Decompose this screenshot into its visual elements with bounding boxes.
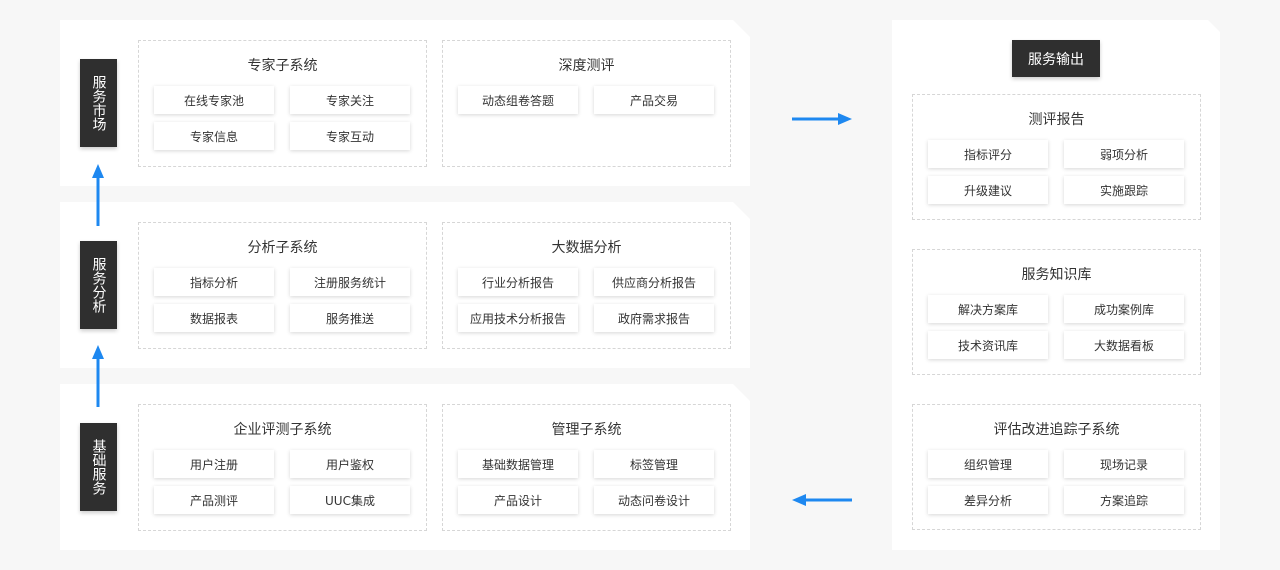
group-title: 大数据分析 — [551, 240, 622, 256]
chip[interactable]: 产品设计 — [458, 486, 578, 514]
chip[interactable]: 专家关注 — [290, 86, 410, 114]
chip[interactable]: 弱项分析 — [1064, 140, 1184, 168]
chip[interactable]: 应用技术分析报告 — [458, 304, 578, 332]
chip[interactable]: 数据报表 — [154, 304, 274, 332]
group-title: 服务知识库 — [1021, 267, 1092, 283]
chip[interactable]: 大数据看板 — [1064, 331, 1184, 359]
arrow-right-icon — [792, 112, 852, 126]
layer-basic-service: 基础服务 企业评测子系统 用户注册 用户鉴权 产品测评 UUC集成 管理子系统 … — [60, 384, 750, 550]
service-output-panel: 服务输出 测评报告 指标评分 弱项分析 升级建议 实施跟踪 服务知识库 解决方案… — [892, 20, 1220, 550]
chip[interactable]: 产品交易 — [594, 86, 714, 114]
chip[interactable]: 技术资讯库 — [928, 331, 1048, 359]
chip[interactable]: UUC集成 — [290, 486, 410, 514]
layer-service-market: 服务市场 专家子系统 在线专家池 专家关注 专家信息 专家互动 深度测评 动态组… — [60, 20, 750, 186]
chip[interactable]: 解决方案库 — [928, 295, 1048, 323]
chip[interactable]: 现场记录 — [1064, 450, 1184, 478]
group-title: 专家子系统 — [247, 58, 318, 74]
group-deep-evaluation: 深度测评 动态组卷答题 产品交易 — [442, 40, 731, 167]
chip[interactable]: 成功案例库 — [1064, 295, 1184, 323]
layer-service-analysis: 服务分析 分析子系统 指标分析 注册服务统计 数据报表 服务推送 大数据分析 行… — [60, 202, 750, 368]
chip[interactable]: 指标评分 — [928, 140, 1048, 168]
chip[interactable]: 服务推送 — [290, 304, 410, 332]
layer-label: 服务市场 — [80, 59, 117, 147]
group-analysis-subsystem: 分析子系统 指标分析 注册服务统计 数据报表 服务推送 — [138, 222, 427, 349]
chip[interactable]: 产品测评 — [154, 486, 274, 514]
layer-label: 基础服务 — [80, 423, 117, 511]
chip[interactable]: 专家信息 — [154, 122, 274, 150]
group-management-subsystem: 管理子系统 基础数据管理 标签管理 产品设计 动态问卷设计 — [442, 404, 731, 531]
group-title: 测评报告 — [1028, 112, 1085, 128]
group-big-data-analysis: 大数据分析 行业分析报告 供应商分析报告 应用技术分析报告 政府需求报告 — [442, 222, 731, 349]
chip[interactable]: 指标分析 — [154, 268, 274, 296]
group-title: 管理子系统 — [551, 422, 622, 438]
group-expert-subsystem: 专家子系统 在线专家池 专家关注 专家信息 专家互动 — [138, 40, 427, 167]
chip[interactable]: 方案追踪 — [1064, 486, 1184, 514]
chip[interactable]: 升级建议 — [928, 176, 1048, 204]
chip[interactable]: 组织管理 — [928, 450, 1048, 478]
group-title: 评估改进追踪子系统 — [993, 422, 1120, 438]
layer-label: 服务分析 — [80, 241, 117, 329]
group-title: 企业评测子系统 — [233, 422, 332, 438]
group-enterprise-eval-subsystem: 企业评测子系统 用户注册 用户鉴权 产品测评 UUC集成 — [138, 404, 427, 531]
chip[interactable]: 动态问卷设计 — [594, 486, 714, 514]
arrow-left-icon — [792, 493, 852, 507]
chip[interactable]: 供应商分析报告 — [594, 268, 714, 296]
group-evaluation-report: 测评报告 指标评分 弱项分析 升级建议 实施跟踪 — [912, 94, 1201, 220]
chip[interactable]: 专家互动 — [290, 122, 410, 150]
arrow-up-icon — [92, 164, 104, 226]
chip[interactable]: 差异分析 — [928, 486, 1048, 514]
chip[interactable]: 在线专家池 — [154, 86, 274, 114]
chip[interactable]: 标签管理 — [594, 450, 714, 478]
chip[interactable]: 动态组卷答题 — [458, 86, 578, 114]
chip[interactable]: 注册服务统计 — [290, 268, 410, 296]
chip[interactable]: 实施跟踪 — [1064, 176, 1184, 204]
chip[interactable]: 行业分析报告 — [458, 268, 578, 296]
group-improvement-tracking-subsystem: 评估改进追踪子系统 组织管理 现场记录 差异分析 方案追踪 — [912, 404, 1201, 530]
chip[interactable]: 用户注册 — [154, 450, 274, 478]
group-title: 深度测评 — [558, 58, 615, 74]
chip[interactable]: 基础数据管理 — [458, 450, 578, 478]
group-service-knowledge-base: 服务知识库 解决方案库 成功案例库 技术资讯库 大数据看板 — [912, 249, 1201, 375]
chip[interactable]: 用户鉴权 — [290, 450, 410, 478]
arrow-up-icon — [92, 345, 104, 407]
group-title: 分析子系统 — [247, 240, 318, 256]
output-title: 服务输出 — [1012, 40, 1100, 77]
chip[interactable]: 政府需求报告 — [594, 304, 714, 332]
